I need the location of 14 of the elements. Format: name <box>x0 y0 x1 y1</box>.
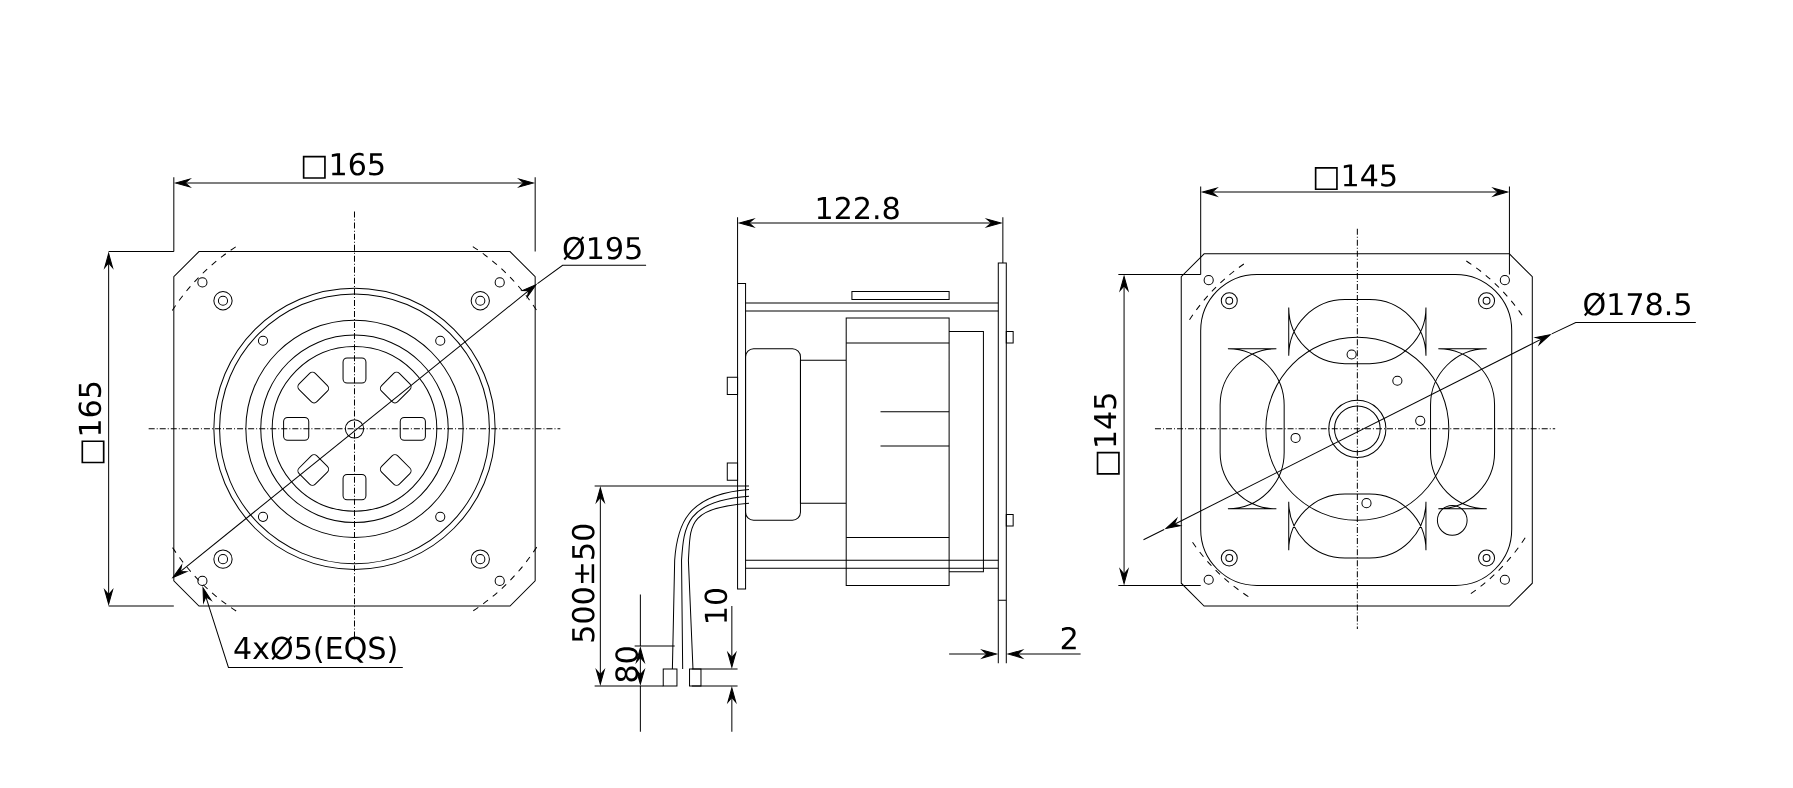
dimension-label: Ø195 <box>563 236 641 261</box>
leader-line <box>202 587 404 669</box>
dimension-label: 10 <box>704 588 728 622</box>
dimension-label: 500±50 <box>571 524 595 642</box>
dimension-label: □165 <box>78 382 105 464</box>
dimension-label: □145 <box>1314 164 1396 191</box>
callout-text: 4xØ5(EQS) <box>234 636 396 663</box>
dimension-label: 122.8 <box>817 196 899 220</box>
dimension-label: Ø178.5 <box>1584 292 1690 317</box>
dimension-label: □165 <box>302 152 384 179</box>
dimension-label: 2 <box>1061 626 1076 650</box>
mounting-hole <box>197 575 208 587</box>
dimension-label: 80 <box>615 647 639 682</box>
dimension-label: □145 <box>1094 394 1120 475</box>
